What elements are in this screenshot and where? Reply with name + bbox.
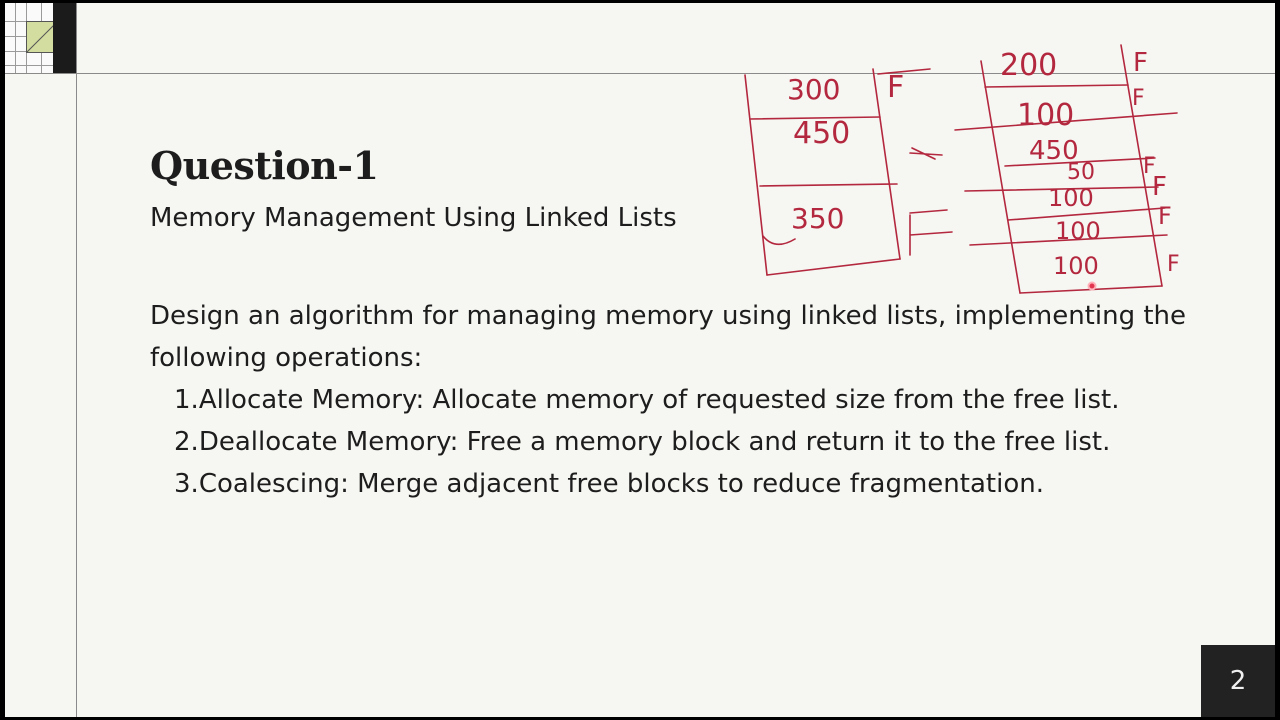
slide-title: Question-1 xyxy=(150,143,379,188)
left-block-label: 300 xyxy=(787,73,840,106)
vertical-rule xyxy=(76,3,77,717)
list-item-text: Coalescing: Merge adjacent free blocks t… xyxy=(198,469,1044,499)
left-block-label: 450 xyxy=(793,116,850,151)
free-mark: F xyxy=(887,70,904,105)
corner-dark-bar xyxy=(53,3,76,73)
right-block-label: 100 xyxy=(1017,98,1074,133)
page-number-box: 2 xyxy=(1201,645,1275,717)
operations-list: 1. Allocate Memory: Allocate memory of r… xyxy=(150,379,1190,505)
free-mark: F xyxy=(1152,172,1167,202)
list-item: 1. Allocate Memory: Allocate memory of r… xyxy=(174,379,1190,421)
free-mark: F xyxy=(1167,252,1180,277)
slide: Question-1 Memory Management Using Linke… xyxy=(5,3,1275,717)
free-mark: F xyxy=(1132,86,1145,111)
list-item-text: Deallocate Memory: Free a memory block a… xyxy=(198,427,1111,457)
left-block-labels: 300 450 350 F xyxy=(787,70,904,235)
pen-cursor-icon xyxy=(1087,281,1097,291)
list-item: 2. Deallocate Memory: Free a memory bloc… xyxy=(174,421,1190,463)
free-mark: F xyxy=(1158,202,1172,230)
slide-subtitle: Memory Management Using Linked Lists xyxy=(150,203,677,233)
list-item-text: Allocate Memory: Allocate memory of requ… xyxy=(198,385,1120,415)
right-block-label: 100 xyxy=(1048,184,1094,212)
right-memory-diagram xyxy=(954,44,1178,294)
right-block-label: 100 xyxy=(1055,217,1101,245)
corner-logo xyxy=(5,3,76,73)
slide-body: Design an algorithm for managing memory … xyxy=(150,295,1190,505)
right-block-label: 450 xyxy=(1029,136,1079,166)
list-item-number: 2. xyxy=(174,427,199,457)
right-block-label: 100 xyxy=(1053,252,1099,280)
right-block-label: 200 xyxy=(1000,48,1057,83)
right-block-labels: 200 100 450 50 100 100 100 F F F F F F xyxy=(1000,48,1180,280)
logo-square-icon xyxy=(26,21,58,53)
left-block-label: 350 xyxy=(791,202,844,235)
list-item-number: 3. xyxy=(174,469,199,499)
left-memory-diagram xyxy=(744,68,953,276)
list-item-number: 1. xyxy=(174,385,199,415)
page-number: 2 xyxy=(1229,666,1247,696)
intro-paragraph: Design an algorithm for managing memory … xyxy=(150,301,1187,373)
horizontal-rule xyxy=(5,73,1275,74)
list-item: 3. Coalescing: Merge adjacent free block… xyxy=(174,463,1190,505)
free-mark: F xyxy=(1143,154,1156,179)
right-block-label: 50 xyxy=(1067,160,1095,185)
